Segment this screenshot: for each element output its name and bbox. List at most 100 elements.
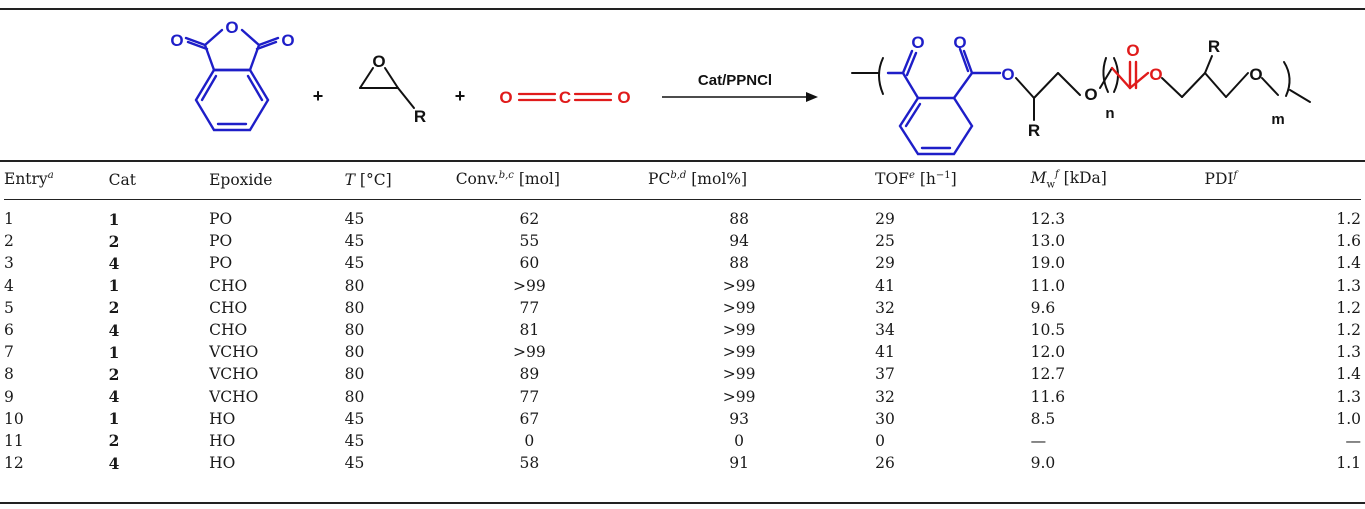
cell-pc: 88 xyxy=(729,210,749,229)
cell-tof: 32 xyxy=(875,387,895,406)
cell-mw: 19.0 xyxy=(1030,254,1066,273)
cell-temperature: 80 xyxy=(344,343,365,362)
cell-pdi: 1.4 xyxy=(1336,365,1361,384)
cell-cat: 4 xyxy=(108,387,120,407)
cell-entry: 6 xyxy=(4,321,14,340)
cell-epoxide: VCHO xyxy=(209,387,259,406)
cell-temperature: 45 xyxy=(344,409,365,428)
cell-tof: 41 xyxy=(875,343,895,362)
cell-pdi: 1.2 xyxy=(1336,210,1361,229)
cell-entry: 9 xyxy=(4,387,14,406)
header-epoxide: Epoxide xyxy=(209,170,273,189)
cell-temperature: 80 xyxy=(344,276,365,295)
carbon-dioxide xyxy=(517,92,613,102)
product-O-ether-2: O xyxy=(1249,65,1262,84)
cell-entry: 11 xyxy=(4,431,24,450)
cell-cat: 4 xyxy=(108,453,120,473)
cell-epoxide: CHO xyxy=(209,298,248,317)
cell-epoxide: PO xyxy=(209,232,233,251)
cell-cat: 2 xyxy=(108,431,120,451)
anhydride-O-left: O xyxy=(170,31,183,50)
cell-epoxide: PO xyxy=(209,254,233,273)
repeat-index-n: n xyxy=(1105,105,1114,122)
reaction-scheme: O O O + O R + O C O Cat/PPNCl xyxy=(170,18,1311,156)
cell-mw: 8.5 xyxy=(1030,409,1056,428)
product-O-ester: O xyxy=(1001,65,1014,84)
cell-pdi: 1.2 xyxy=(1336,321,1361,340)
cell-temperature: 45 xyxy=(344,431,365,450)
top-rule xyxy=(0,8,1365,10)
cell-conversion: 89 xyxy=(519,365,540,384)
cell-entry: 1 xyxy=(4,210,14,229)
header-entry: Entrya xyxy=(4,170,54,189)
cell-cat: 2 xyxy=(108,298,120,318)
cell-pdi: 1.0 xyxy=(1336,409,1361,428)
cell-mw: 12.7 xyxy=(1030,365,1066,384)
co2-C: C xyxy=(559,88,571,107)
cell-temperature: 45 xyxy=(344,232,365,251)
cell-tof: 37 xyxy=(875,365,895,384)
cell-epoxide: VCHO xyxy=(209,343,259,362)
header-tof: TOFe [h−1] xyxy=(875,170,957,189)
cell-epoxide: CHO xyxy=(209,321,248,340)
cell-epoxide: HO xyxy=(209,409,236,428)
cell-cat: 4 xyxy=(108,320,120,340)
epoxide-R: R xyxy=(414,107,426,126)
anhydride-O-ring: O xyxy=(225,18,238,37)
cell-entry: 2 xyxy=(4,232,14,251)
cell-pc: 93 xyxy=(729,409,749,428)
cell-mw: 13.0 xyxy=(1030,232,1066,251)
cell-tof: 25 xyxy=(875,232,895,251)
catalyst-label: Cat/PPNCl xyxy=(698,72,772,89)
cell-epoxide: CHO xyxy=(209,276,248,295)
cell-tof: 29 xyxy=(875,210,895,229)
cell-temperature: 45 xyxy=(344,254,365,273)
cell-pdi: 1.3 xyxy=(1336,387,1361,406)
anhydride-O-right: O xyxy=(281,31,294,50)
cell-conversion: 60 xyxy=(519,254,540,273)
cell-cat: 1 xyxy=(108,409,120,429)
header-mw: Mwf [kDa] xyxy=(1030,168,1107,191)
cell-entry: 4 xyxy=(4,276,14,295)
co2-O-left: O xyxy=(499,88,512,107)
cell-temperature: 80 xyxy=(344,321,365,340)
table-bottom-rule xyxy=(0,502,1365,504)
cell-mw: 12.3 xyxy=(1030,210,1066,229)
product-O-carbonyl-1: O xyxy=(911,33,924,52)
cell-cat: 1 xyxy=(108,342,120,362)
cell-tof: 41 xyxy=(875,276,895,295)
cell-tof: 26 xyxy=(875,454,895,473)
cell-conversion: 0 xyxy=(524,431,535,450)
cell-pc: 88 xyxy=(729,254,749,273)
cell-cat: 1 xyxy=(108,209,120,229)
product-O-carbonate-top: O xyxy=(1126,41,1139,60)
cell-pdi: 1.3 xyxy=(1336,276,1361,295)
cell-pdi: 1.3 xyxy=(1336,343,1361,362)
header-pc: PCb,d [mol%] xyxy=(648,170,748,189)
cell-tof: 30 xyxy=(875,409,895,428)
plus-sign-1: + xyxy=(313,86,324,106)
cell-tof: 32 xyxy=(875,298,895,317)
scheme-bottom-rule xyxy=(0,160,1365,162)
cell-conversion: 55 xyxy=(519,232,540,251)
phthalic-anhydride xyxy=(184,28,280,132)
cell-conversion: 81 xyxy=(519,321,540,340)
cell-temperature: 80 xyxy=(344,298,365,317)
cell-pc: >99 xyxy=(722,276,756,295)
cell-temperature: 45 xyxy=(344,454,365,473)
header-pdi: PDIf xyxy=(1204,170,1238,189)
cell-epoxide: HO xyxy=(209,431,236,450)
cell-temperature: 80 xyxy=(344,387,365,406)
cell-mw: 11.0 xyxy=(1030,276,1066,295)
cell-entry: 12 xyxy=(4,454,24,473)
cell-conversion: 62 xyxy=(519,210,540,229)
